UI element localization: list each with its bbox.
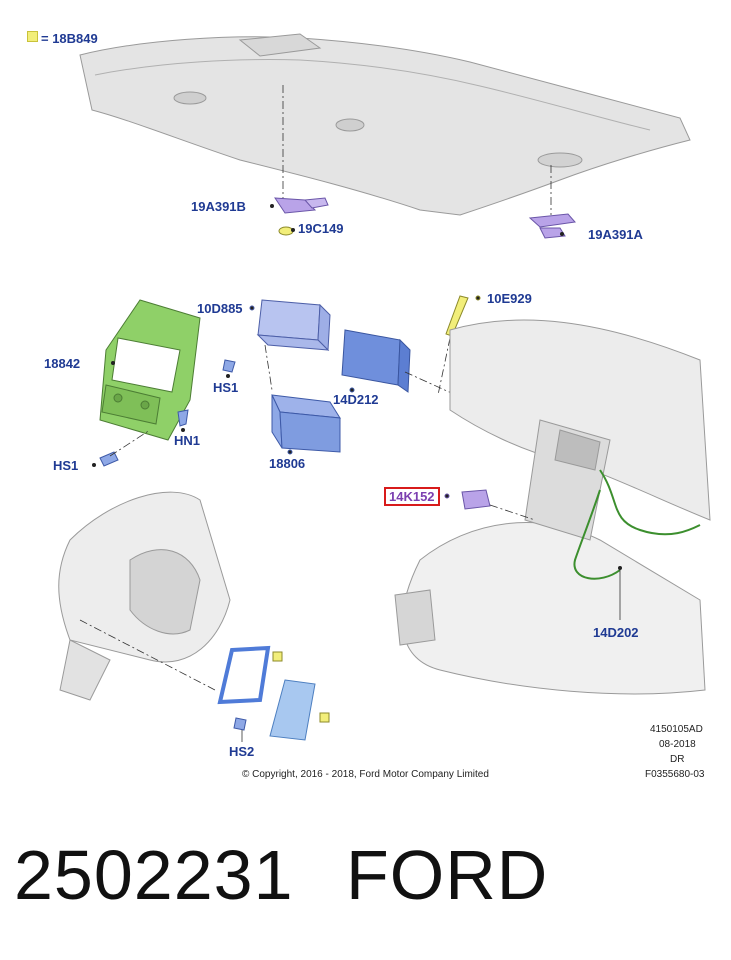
headliner-illustration [79,33,691,216]
part-HN1 [177,409,189,432]
part-amplifier-module [269,679,330,741]
part-HS1-screw-b [92,451,119,467]
callout-14D212: 14D212 [333,392,379,407]
brand-name: FORD [346,836,549,914]
drawing-id: 4150105AD [650,724,703,735]
rear-quarter-panel-illustration [58,491,231,701]
callout-18806: 18806 [269,456,306,471]
parts-diagram [58,33,711,742]
drawing-code: DR [670,754,685,765]
copyright-notice: © Copyright, 2016 - 2018, Ford Motor Com… [242,769,489,780]
part-HS2-screw [233,717,247,742]
part-14K152 [444,489,491,510]
legend-swatch-18B849 [27,31,38,42]
part-14D202-harness [573,469,701,580]
callout-10E929: 10E929 [487,291,532,306]
drawing-date: 08-2018 [659,739,696,750]
callout-HS1-b: HS1 [53,458,79,473]
callout-HS1: HS1 [213,380,239,395]
callout-14K152-highlighted: 14K152 [384,487,440,506]
dashboard-console-illustration [394,319,711,695]
part-18842-bezel [99,299,201,441]
callout-10D885: 10D885 [197,301,243,316]
callout-18842: 18842 [44,356,81,371]
callout-19A391A: 19A391A [588,227,643,242]
legend-label: = 18B849 [41,31,98,46]
part-18806 [271,394,341,455]
callout-HN1: HN1 [174,433,201,448]
part-10D885 [249,299,331,352]
part-19A391B [270,197,329,214]
callout-14D202: 14D202 [593,625,639,640]
part-19A391A [528,213,576,239]
part-number: 2502231 [14,836,294,914]
part-19C149 [278,226,295,236]
part-HS1-screw [222,359,236,378]
drawing-file-number: F0355680-03 [645,769,705,780]
part-14D212 [341,329,411,393]
callout-19A391B: 19A391B [191,199,246,214]
part-amplifier-bracket [217,645,283,705]
callout-HS2: HS2 [229,744,255,759]
callout-19C149: 19C149 [298,221,344,236]
